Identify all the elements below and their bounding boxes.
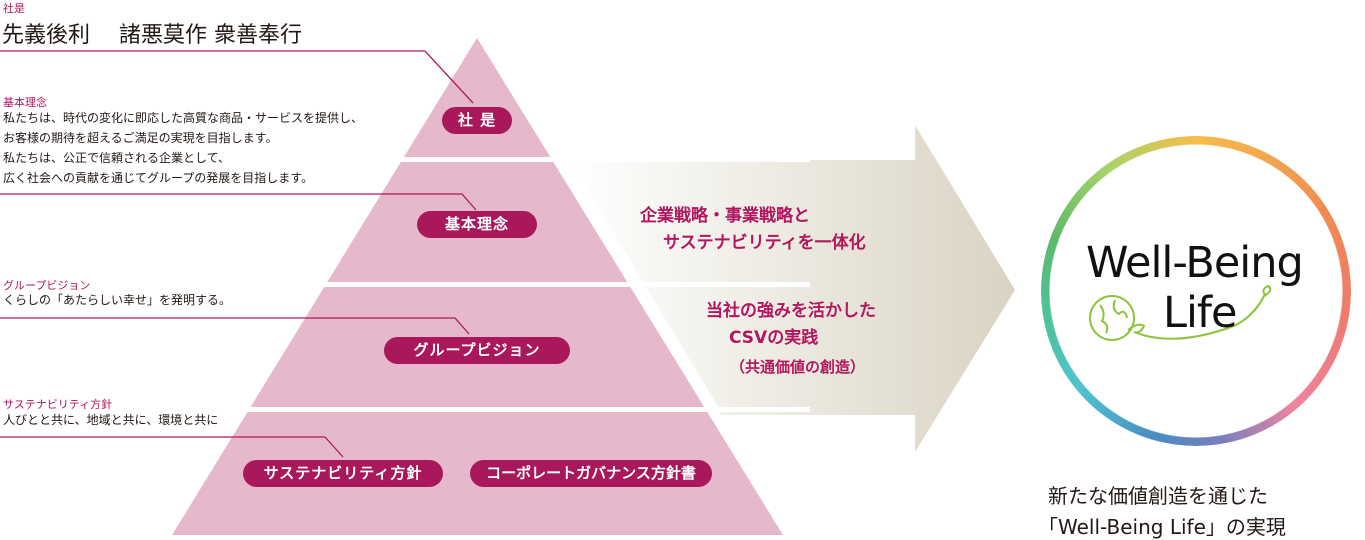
arrow-shape xyxy=(570,125,1015,452)
arrow-text-3: 当社の強みを活かした xyxy=(706,301,876,321)
logo-text-2: Life xyxy=(1163,288,1237,338)
logo-text-1: Well-Being xyxy=(1086,238,1304,288)
philosophy-line: 広く社会への貢献を通じてグループの発展を目指します。 xyxy=(3,171,314,185)
philosophy-line: 私たちは、時代の変化に即応した高質な商品・サービスを提供し、 xyxy=(3,111,364,125)
philosophy-caption: 基本理念 xyxy=(3,96,47,109)
philosophy-line: お客様の期待を超えるご満足の実現を目指します。 xyxy=(3,131,278,145)
pyramid-divider xyxy=(150,282,810,287)
result-text-1: 新たな価値創造を通じた xyxy=(1048,484,1268,508)
motto-caption: 社是 xyxy=(3,2,25,15)
vision-caption: グループビジョン xyxy=(3,279,91,292)
sustainability-caption: サステナビリティ方針 xyxy=(3,398,113,411)
arrow-text-1: 企業戦略・事業戦略と xyxy=(640,206,810,226)
arrow-text-5: （共通価値の創造） xyxy=(730,358,866,376)
leader-line xyxy=(0,436,344,458)
result-text-2: 「Well-Being Life」の実現 xyxy=(1038,515,1286,539)
vision-text: くらしの「あたらしい幸せ」を発明する。 xyxy=(3,293,232,307)
pill-motto: 社 是 xyxy=(442,107,512,134)
pyramid-divider xyxy=(150,407,810,412)
pill-philosophy: 基本理念 xyxy=(417,211,537,238)
pill-sustainability-policy: サステナビリティ方針 xyxy=(243,460,443,487)
leader-line xyxy=(0,317,470,335)
pill-vision: グループビジョン xyxy=(384,337,570,364)
leader-line xyxy=(0,193,477,211)
leader-line xyxy=(0,50,474,104)
pyramid-divider xyxy=(150,157,810,162)
motto-text: 先義後利 諸悪莫作 衆善奉行 xyxy=(2,23,302,48)
arrow-text-4: CSVの実践 xyxy=(729,328,819,348)
philosophy-line: 私たちは、公正で信頼される企業として、 xyxy=(3,151,231,165)
arrow-text-2: サステナビリティを一体化 xyxy=(663,233,866,253)
sustainability-text: 人びとと共に、地域と共に、環境と共に xyxy=(3,413,219,427)
pill-governance-policy: コーポレートガバナンス方針書 xyxy=(470,460,712,487)
well-being-ring xyxy=(1041,136,1351,446)
